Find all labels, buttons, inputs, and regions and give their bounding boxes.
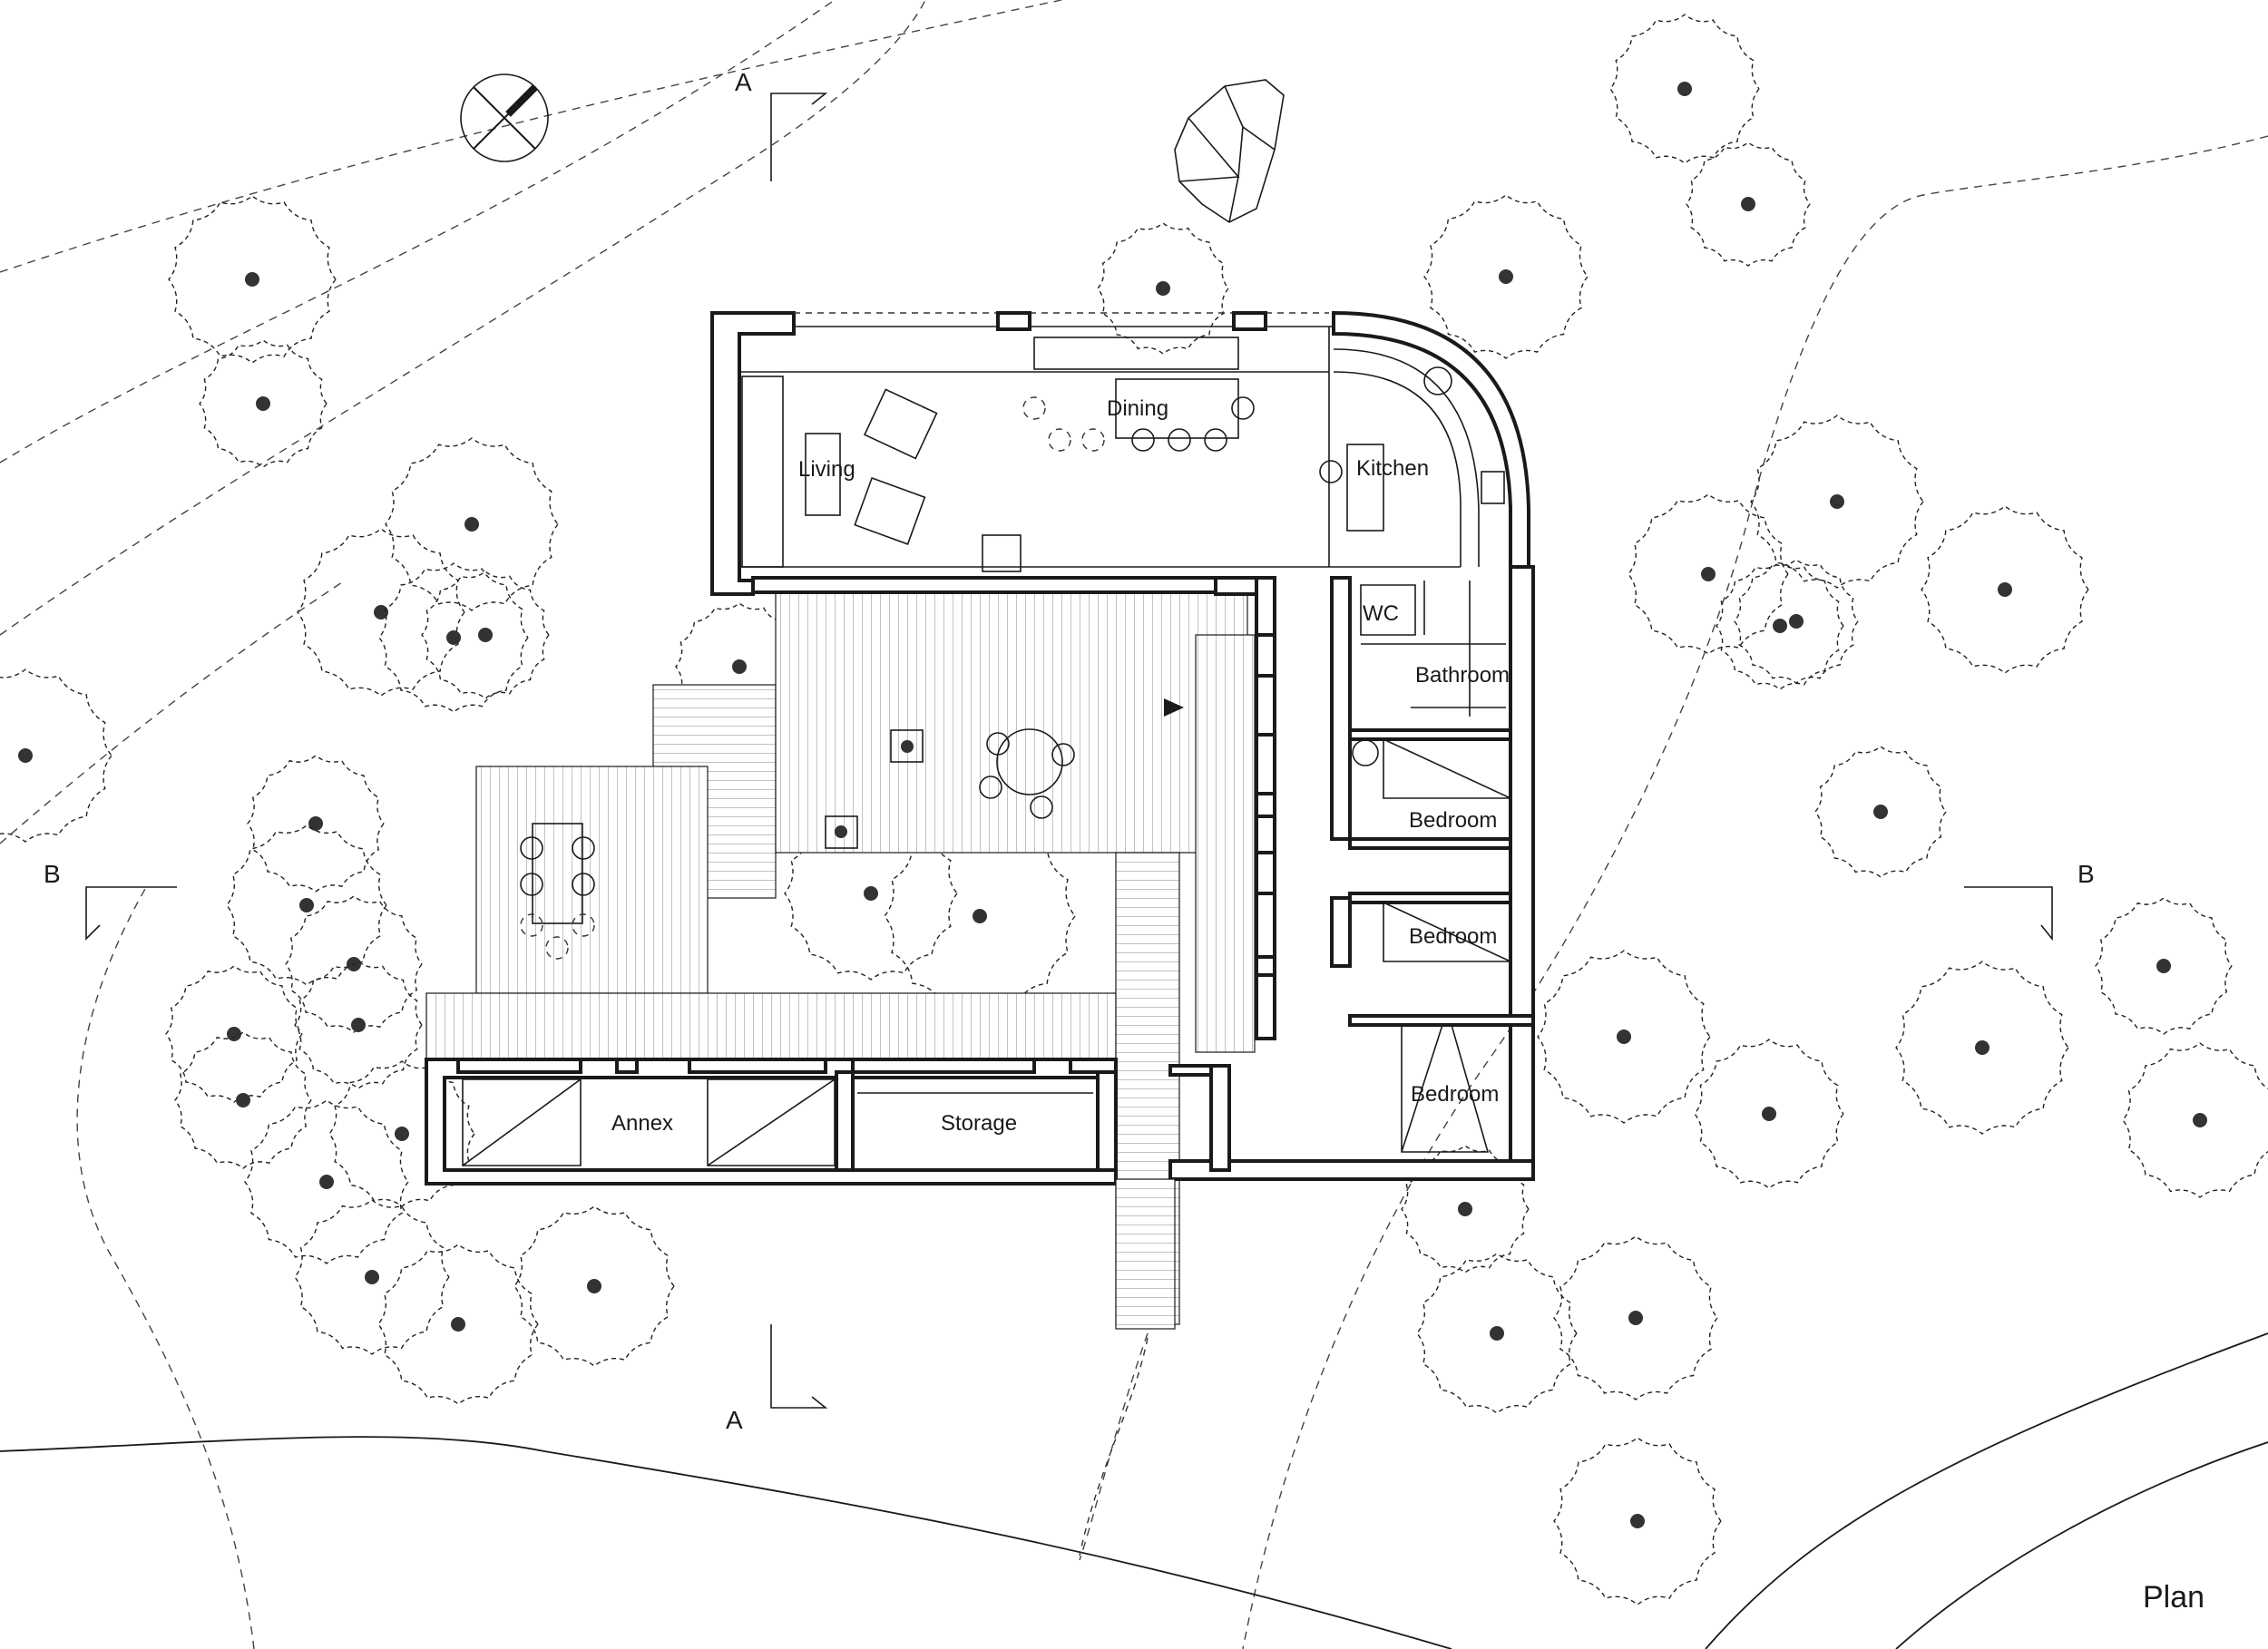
tree-symbol-icon bbox=[1741, 197, 1755, 211]
tree-canopy bbox=[285, 895, 423, 1033]
main-building bbox=[710, 310, 1535, 1181]
tree-symbol-icon bbox=[1789, 614, 1804, 629]
tree-canopy bbox=[1921, 505, 2089, 674]
tree-canopy bbox=[297, 528, 465, 697]
tree-symbol-icon bbox=[2156, 959, 2171, 973]
tree-symbol-icon bbox=[236, 1093, 250, 1107]
tree-symbol-icon bbox=[451, 1317, 465, 1332]
tree-symbol-icon bbox=[2193, 1113, 2207, 1127]
tree-symbol-icon bbox=[256, 396, 270, 411]
tree-symbol-icon bbox=[1762, 1107, 1776, 1121]
tree-symbol-icon bbox=[732, 659, 747, 674]
room-label-living: Living bbox=[798, 457, 855, 482]
room-label-dining: Dining bbox=[1107, 396, 1168, 421]
tree-canopy bbox=[1553, 1437, 1722, 1605]
section-markers: A A B B bbox=[44, 68, 2095, 1434]
tree-canopy bbox=[2122, 1042, 2268, 1198]
tree-canopy bbox=[0, 668, 112, 843]
tree-symbol-icon bbox=[1975, 1040, 1989, 1055]
room-label-bedroom-3: Bedroom bbox=[1411, 1082, 1499, 1107]
tree-symbol-icon bbox=[1628, 1311, 1643, 1325]
tree-symbol-icon bbox=[864, 886, 878, 901]
tree-canopy bbox=[199, 339, 327, 468]
tree-symbol-icon bbox=[464, 517, 479, 532]
room-label-wc: WC bbox=[1363, 601, 1399, 626]
tree-canopy bbox=[165, 965, 303, 1103]
tree-canopy bbox=[378, 562, 529, 713]
tree-canopy bbox=[1609, 14, 1760, 164]
tree-symbol-icon bbox=[308, 816, 323, 831]
tree-symbol-icon bbox=[1499, 269, 1513, 284]
tree-canopy bbox=[1734, 559, 1859, 684]
tree-symbol-icon bbox=[973, 909, 987, 923]
courtyard-items bbox=[825, 698, 1184, 849]
tree-symbol-icon bbox=[299, 898, 314, 912]
room-label-bathroom: Bathroom bbox=[1415, 663, 1510, 688]
tree-canopy bbox=[1814, 746, 1947, 878]
tree-canopy bbox=[1895, 961, 2069, 1135]
tree-canopy bbox=[168, 195, 337, 364]
tree-symbol-icon bbox=[1830, 494, 1844, 509]
tree-canopy bbox=[1686, 141, 1811, 267]
tree-symbol-icon bbox=[587, 1279, 601, 1293]
tree-canopy bbox=[294, 1199, 450, 1355]
tree-canopy bbox=[1716, 561, 1844, 690]
tree-canopy bbox=[385, 437, 559, 611]
tree-canopy bbox=[1553, 1235, 1718, 1400]
boulder-icon bbox=[1174, 79, 1285, 223]
tree-symbol-icon bbox=[1677, 82, 1692, 96]
section-b-right-label: B bbox=[2077, 860, 2095, 888]
tree-symbol-icon bbox=[395, 1127, 409, 1141]
room-label-bedroom-2: Bedroom bbox=[1409, 924, 1497, 949]
section-b-left-label: B bbox=[44, 860, 61, 888]
tree-canopy bbox=[1401, 1145, 1530, 1273]
furniture bbox=[741, 337, 1505, 766]
tree-canopy bbox=[247, 755, 385, 893]
tree-symbol-icon bbox=[478, 628, 493, 642]
patio-table bbox=[520, 823, 595, 960]
tree-symbol-icon bbox=[1458, 1202, 1472, 1216]
section-a-bottom-label: A bbox=[726, 1406, 743, 1434]
tree-symbol-icon bbox=[1773, 619, 1787, 633]
tree-canopy bbox=[174, 1031, 312, 1169]
section-a-top-label: A bbox=[735, 68, 752, 96]
tree-symbol-icon bbox=[1156, 281, 1170, 296]
tree-canopy bbox=[244, 1099, 409, 1264]
room-label-kitchen: Kitchen bbox=[1356, 456, 1429, 481]
tree-symbol-icon bbox=[1617, 1029, 1631, 1044]
tree-symbol-icon bbox=[227, 1027, 241, 1041]
tree-symbol-icon bbox=[18, 748, 33, 763]
tree-canopy bbox=[1423, 194, 1589, 359]
tree-canopy bbox=[1694, 1039, 1844, 1189]
room-label-annex: Annex bbox=[611, 1111, 673, 1136]
tree-canopy bbox=[1097, 222, 1229, 355]
tree-symbol-icon bbox=[1998, 582, 2012, 597]
site-boundary-lines bbox=[0, 1332, 2268, 1649]
tree-symbol-icon bbox=[245, 272, 259, 287]
tree-canopy bbox=[421, 571, 550, 699]
tree-canopy bbox=[2095, 897, 2233, 1035]
tree-symbol-icon bbox=[1490, 1326, 1504, 1341]
room-label-storage: Storage bbox=[941, 1111, 1017, 1136]
decks bbox=[425, 589, 1256, 1325]
tree-symbol-icon bbox=[365, 1270, 379, 1284]
room-labels: Living Dining Kitchen WC Bathroom Bedroo… bbox=[611, 396, 1510, 1136]
boardwalk bbox=[1079, 1178, 1176, 1556]
north-arrow-icon bbox=[460, 73, 549, 162]
tree-symbol-icon bbox=[446, 630, 461, 645]
room-label-bedroom-1: Bedroom bbox=[1409, 808, 1497, 833]
tree-canopy bbox=[1750, 415, 1924, 589]
annex-storage-wing bbox=[425, 1058, 1118, 1186]
tree-symbol-icon bbox=[1701, 567, 1716, 581]
tree-canopy bbox=[294, 961, 423, 1089]
tree-symbol-icon bbox=[319, 1175, 334, 1189]
tree-symbol-icon bbox=[351, 1018, 366, 1032]
tree-canopy bbox=[1537, 950, 1711, 1124]
tree-symbol-icon bbox=[1630, 1514, 1645, 1528]
tree-symbol-icon bbox=[1873, 805, 1888, 819]
drawing-title: Plan bbox=[2143, 1580, 2204, 1615]
